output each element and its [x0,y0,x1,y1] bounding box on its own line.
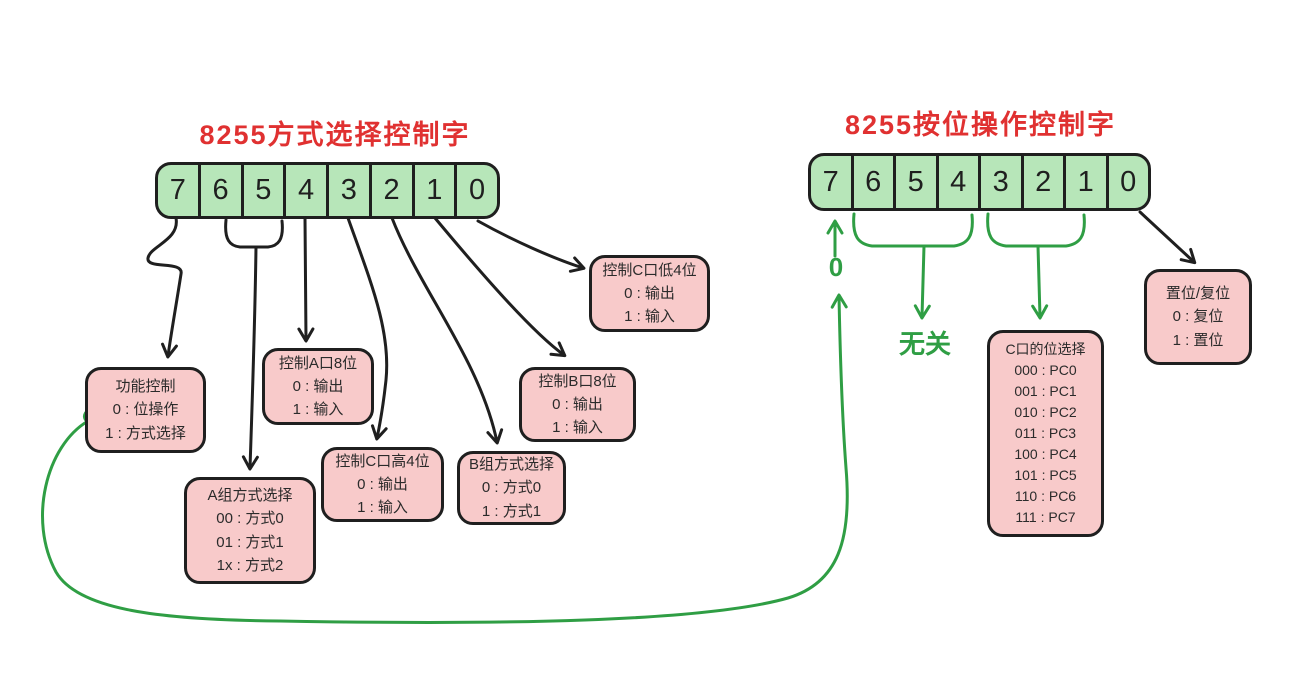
box-line: 1x : 方式2 [216,556,284,574]
box-port-c-bit-select: C口的位选择 000 : PC0 001 : PC1 010 : PC2 011 : P… [987,330,1104,537]
arrow-bit2-to-group-b [390,216,504,445]
box-line: 1 : 输入 [292,401,344,419]
bit-cell: 3 [981,156,1024,208]
bit-cell: 3 [329,165,372,216]
bit-cell: 5 [244,165,287,216]
arrow-rbit0-to-set-reset [1138,210,1197,265]
box-line: 00 : 方式0 [216,510,284,528]
arrow-bit1-to-port-b [433,216,567,358]
bit-cell: 5 [896,156,939,208]
box-line: 0 : 复位 [1172,308,1224,326]
bit-cell: 1 [1066,156,1109,208]
box-line: 001 : PC1 [1014,383,1077,399]
arrow-rbits654-to-dont-care [913,244,931,320]
box-line: 010 : PC2 [1014,404,1077,420]
box-line: 111 : PC7 [1015,509,1076,525]
box-line: 控制A口8位 [278,354,358,372]
box-line: A组方式选择 [207,487,293,504]
bit-cell: 2 [1024,156,1066,208]
box-line: 1 : 输入 [624,308,675,326]
bit-cell: 0 [1120,165,1137,198]
box-line: 1 : 输入 [357,499,408,517]
arrow-bit7-to-func-ctrl [146,216,183,359]
label-dont-care: 无关 [898,329,951,359]
box-line: 1 : 方式1 [481,502,542,520]
box-port-a: 控制A口8位 0 : 输出 1 : 输入 [262,348,374,425]
bracket-rbits654 [852,212,974,248]
box-line: 控制C口高4位 [335,452,430,470]
box-line: 1 : 方式选择 [105,424,186,442]
box-group-b-mode: B组方式选择 0 : 方式0 1 : 方式1 [457,451,566,525]
box-line: 0 : 输出 [357,475,408,493]
left-diagram-title: 8255方式选择控制字 [199,120,471,150]
right-diagram-title: 8255按位操作控制字 [844,110,1117,140]
box-line: 000 : PC0 [1014,362,1077,378]
arrow-rbits321-to-bit-select [1031,244,1049,320]
arrow-bit0-to-port-c-low [476,219,586,273]
box-line: 0 : 方式0 [481,479,542,497]
box-port-c-high: 控制C口高4位 0 : 输出 1 : 输入 [321,447,444,522]
box-line: B组方式选择 [468,456,554,474]
arrow-bits65-to-group-a [241,245,259,471]
box-port-b: 控制B口8位 0 : 输出 1 : 输入 [519,367,636,442]
box-port-c-low: 控制C口低4位 0 : 输出 1 : 输入 [589,255,710,332]
box-line: 01 : 方式1 [216,533,284,551]
box-line: 置位/复位 [1165,285,1231,303]
bit-cell: 7 [158,165,201,216]
bit-cell: 6 [854,156,896,208]
box-line: 100 : PC4 [1014,446,1077,462]
box-line: 101 : PC5 [1014,467,1077,483]
box-line: 功能控制 [115,378,176,396]
arrow-bit3-to-port-c-high [346,216,389,441]
box-line: 0 : 输出 [624,284,675,302]
box-function-control: 功能控制 0 : 位操作 1 : 方式选择 [85,367,206,453]
box-group-a-mode: A组方式选择 00 : 方式0 01 : 方式1 1x : 方式2 [184,477,316,584]
bracket-rbits321 [986,212,1086,248]
bit-cell: 4 [286,165,329,216]
box-set-reset: 置位/复位 0 : 复位 1 : 置位 [1144,269,1252,365]
bit-cell: 2 [372,165,415,216]
box-line: 011 : PC3 [1014,425,1077,441]
box-line: 1 : 输入 [552,419,603,437]
box-line: 110 : PC6 [1014,488,1077,504]
box-line: 0 : 输出 [292,377,344,395]
box-line: 0 : 输出 [552,395,603,413]
box-line: 控制C口低4位 [602,261,697,279]
curve-bit-op-to-rbit7 [41,293,849,624]
bracket-bits65 [224,218,284,249]
arrow-bit4-to-port-a [297,216,315,343]
label-zero: 0 [828,252,844,282]
box-line: 0 : 位操作 [112,401,179,419]
bit-cell: 1 [415,165,458,216]
bit-cell: 7 [811,156,854,208]
box-line: 控制B口8位 [538,372,617,390]
bit-cell: 0 [469,174,486,206]
box-line: 1 : 置位 [1172,331,1224,349]
box-line: C口的位选择 [1005,341,1086,357]
bit-cell: 4 [939,156,981,208]
bit-cell: 6 [201,165,244,216]
